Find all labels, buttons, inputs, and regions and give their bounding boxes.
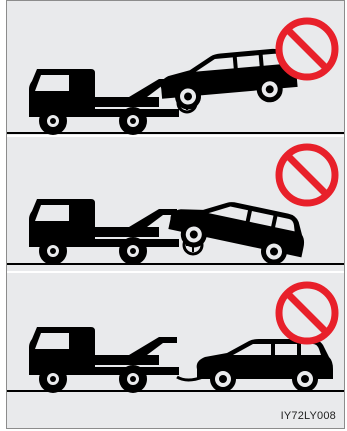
- panel-divider: [7, 271, 344, 273]
- tow-truck: [29, 69, 179, 135]
- rear-lift-illustration: [7, 139, 344, 269]
- panel-front-lift: [7, 5, 344, 135]
- front-lift-illustration: [7, 5, 344, 135]
- no-entry-icon: [279, 21, 335, 77]
- suv-vehicle: [165, 190, 309, 269]
- tow-truck: [29, 327, 179, 393]
- suv-vehicle: [197, 339, 333, 392]
- no-entry-icon: [279, 147, 335, 203]
- rope-tow-illustration: [7, 277, 344, 407]
- panel-divider: [7, 135, 344, 137]
- no-entry-icon: [279, 285, 335, 341]
- tow-truck: [29, 199, 179, 265]
- towing-diagram: IY72LY008: [6, 0, 345, 429]
- figure-code: IY72LY008: [281, 410, 336, 422]
- panel-rear-lift: [7, 139, 344, 269]
- panel-rope-tow: [7, 277, 344, 407]
